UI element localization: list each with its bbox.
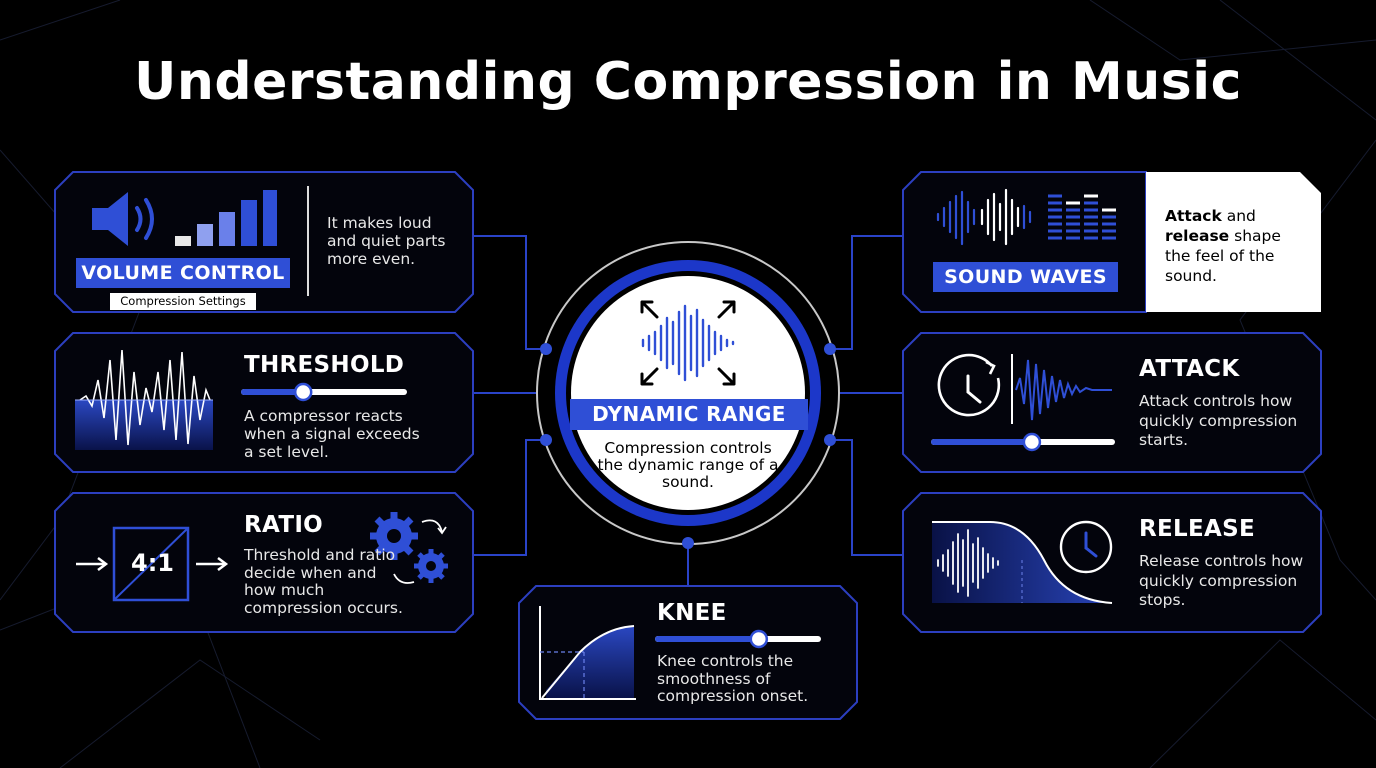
sound-waves-label: SOUND WAVES — [933, 262, 1118, 292]
threshold-slider-knob[interactable] — [293, 382, 313, 402]
volume-bars-icon — [175, 190, 277, 246]
ratio-heading: RATIO — [244, 512, 324, 538]
center-hub — [536, 241, 840, 545]
release-text: Release controls how quickly compression… — [1139, 552, 1304, 609]
speaker-icon — [92, 192, 154, 246]
attack-decay-wave-icon — [1015, 359, 1112, 421]
threshold-text: A compressor reacts when a signal exceed… — [244, 407, 420, 461]
compression-settings-tab[interactable]: Compression Settings — [110, 293, 256, 310]
knee-slider[interactable] — [655, 629, 821, 649]
volume-control-text: It makes loud and quiet parts more even. — [327, 214, 446, 268]
attack-slider[interactable] — [931, 432, 1115, 452]
knee-heading: KNEE — [657, 600, 727, 626]
page-title: Understanding Compression in Music — [134, 52, 1242, 112]
clock-icon — [1059, 520, 1113, 574]
soundwaves-text-box — [1146, 172, 1321, 312]
connector-dots — [540, 343, 836, 549]
attack-slider-knob[interactable] — [1022, 432, 1042, 452]
threshold-heading: THRESHOLD — [244, 352, 405, 378]
sound-waves-text: Attack and release shape the feel of the… — [1165, 207, 1281, 285]
connector-lines — [473, 235, 904, 586]
knee-text: Knee controls the smoothness of compress… — [657, 652, 809, 705]
release-curve-icon — [932, 521, 1113, 604]
ratio-value: 4:1 — [131, 549, 174, 577]
threshold-waveform-icon — [75, 349, 213, 450]
attack-heading: ATTACK — [1139, 356, 1240, 382]
gears-icon — [370, 512, 448, 584]
soundwave-icon — [936, 188, 1032, 246]
knee-slider-knob[interactable] — [749, 629, 769, 649]
dynamic-range-text: Compression controls the dynamic range o… — [597, 439, 779, 491]
release-heading: RELEASE — [1139, 516, 1255, 542]
volume-control-label: VOLUME CONTROL — [76, 258, 290, 288]
equalizer-icon — [1048, 194, 1116, 240]
threshold-slider[interactable] — [241, 382, 407, 402]
release-waveform-icon — [937, 529, 999, 597]
center-waveform-icon — [641, 304, 735, 382]
ratio-text: Threshold and ratio decide when and how … — [244, 546, 403, 617]
knee-curve-icon — [539, 606, 636, 700]
attack-text: Attack controls how quickly compression … — [1139, 392, 1298, 449]
expand-arrows-icon — [640, 300, 736, 386]
dynamic-range-label: DYNAMIC RANGE — [570, 399, 808, 430]
clock-refresh-icon — [937, 353, 1001, 417]
attack-panel-frame — [902, 332, 1322, 473]
ratio-icon — [76, 526, 229, 602]
